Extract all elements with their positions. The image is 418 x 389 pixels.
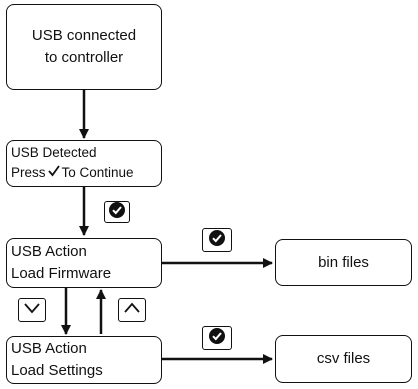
node-load-settings-line1: USB Action (11, 340, 87, 357)
node-usb-detected-line2: Press To Continue (11, 163, 161, 183)
confirm-button-settings[interactable] (202, 326, 232, 350)
node-usb-connected-line2: to controller (44, 49, 124, 66)
node-usb-detected-line1: USB Detected (11, 145, 97, 161)
confirm-button-detected[interactable] (104, 201, 130, 223)
bin-files-label: bin files (318, 253, 369, 271)
node-load-firmware: USB Action Load Firmware (6, 238, 162, 288)
down-button[interactable] (18, 298, 46, 322)
node-usb-connected-line1: USB connected (31, 27, 137, 44)
press-label: Press (11, 165, 46, 181)
continue-label: To Continue (61, 165, 134, 181)
node-load-firmware-line1: USB Action (11, 243, 87, 260)
node-usb-detected: USB Detected Press To Continue (6, 140, 162, 187)
confirm-button-firmware[interactable] (202, 228, 232, 252)
node-load-settings: USB Action Load Settings (6, 336, 162, 384)
node-load-settings-line2: Load Settings (11, 362, 103, 379)
node-bin-files: bin files (275, 239, 412, 286)
node-csv-files: csv files (275, 335, 412, 383)
csv-files-label: csv files (316, 350, 371, 367)
check-circle-icon (108, 201, 126, 224)
chevron-down-icon (23, 301, 41, 320)
check-circle-icon (208, 229, 226, 252)
node-load-firmware-line2: Load Firmware (11, 265, 112, 282)
node-usb-connected: USB connected to controller (6, 4, 162, 90)
checkmark-icon (47, 164, 61, 184)
check-circle-icon (208, 327, 226, 350)
up-button[interactable] (118, 298, 146, 322)
chevron-up-icon (123, 301, 141, 320)
